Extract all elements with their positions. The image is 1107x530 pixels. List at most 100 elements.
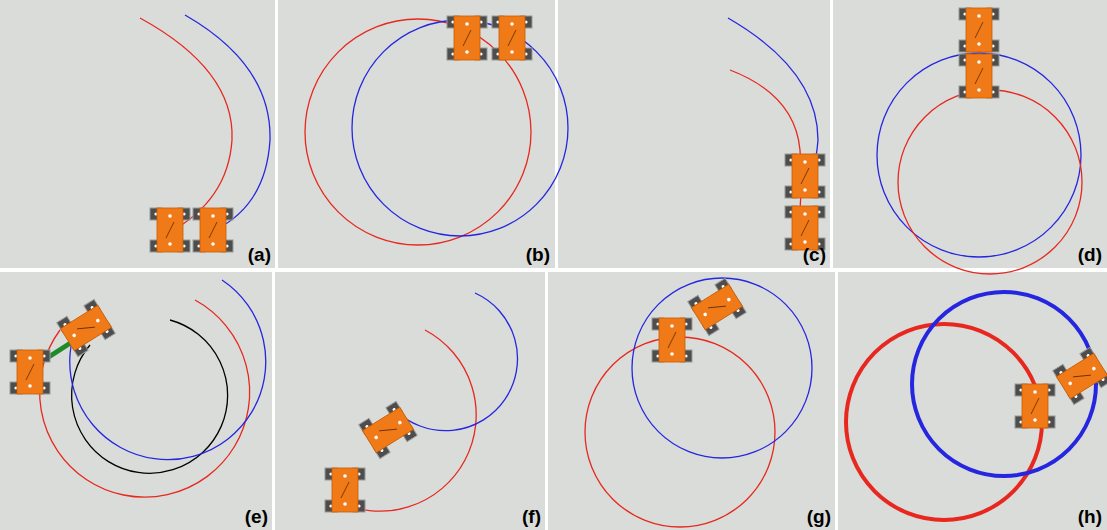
trajectory-circle — [846, 324, 1042, 520]
robots — [10, 8, 1107, 512]
robot — [959, 54, 999, 98]
panel-label-holder: (h) — [1078, 507, 1102, 526]
heading-line — [463, 30, 471, 46]
robot-body — [792, 206, 818, 250]
heading-line — [166, 222, 174, 238]
robot-body — [157, 208, 183, 252]
robot-body — [200, 208, 226, 252]
heading-line — [341, 482, 349, 498]
heading-line — [975, 22, 983, 38]
panel-label-holder: (e) — [245, 507, 268, 526]
marker-dot — [72, 333, 77, 338]
robot-body — [332, 468, 358, 512]
panel-label: (c) — [803, 245, 826, 264]
heading-line — [708, 299, 726, 314]
marker-dot — [28, 356, 32, 360]
trajectory-circle — [585, 337, 775, 527]
trajectory-circle — [898, 90, 1082, 274]
panel — [833, 0, 1107, 268]
panel — [558, 0, 830, 268]
robot — [1053, 347, 1107, 404]
trajectory-arc — [140, 18, 232, 232]
panel-label: (h) — [1078, 507, 1102, 526]
panel — [0, 0, 275, 268]
robot-body — [17, 350, 43, 394]
marker-dot — [703, 312, 708, 317]
marker-dot — [977, 14, 981, 18]
trajectory-circle — [305, 19, 531, 245]
panel — [278, 0, 555, 268]
robot-body — [966, 54, 992, 98]
heading-line — [26, 364, 34, 380]
heading-line — [975, 68, 983, 84]
robot — [10, 350, 50, 394]
robot-body — [499, 16, 525, 60]
robot — [652, 318, 692, 362]
robot-body — [60, 305, 111, 350]
marker-dot — [803, 160, 807, 164]
marker-dot — [803, 212, 807, 216]
marker-dot — [168, 242, 172, 246]
robot — [959, 8, 999, 52]
panel-label: (e) — [245, 507, 268, 526]
heading-line — [1073, 368, 1091, 383]
trajectory-circle — [877, 53, 1081, 257]
robot-body — [1022, 384, 1048, 428]
robot-body — [792, 154, 818, 198]
marker-dot — [510, 22, 514, 26]
trajectories-closed — [305, 19, 1096, 527]
trajectory-arc — [72, 320, 228, 473]
marker-dot — [1068, 381, 1073, 386]
heading-line — [379, 422, 397, 437]
robot-body — [1056, 353, 1107, 398]
trajectory-arc — [730, 70, 801, 210]
marker-dot — [803, 188, 807, 192]
panel — [275, 272, 545, 530]
robot-body — [454, 16, 480, 60]
robot-body — [966, 8, 992, 52]
marker-dot — [1033, 418, 1037, 422]
marker-dot — [726, 297, 731, 302]
marker-dot — [1033, 390, 1037, 394]
panel — [838, 272, 1107, 530]
robot — [1015, 384, 1055, 428]
heading-line — [77, 320, 95, 335]
robot — [193, 208, 233, 252]
marker-dot — [977, 60, 981, 64]
trajectory-circle — [632, 278, 812, 458]
marker-dot — [397, 420, 402, 425]
panel-label: (g) — [807, 507, 831, 526]
marker-dot — [343, 474, 347, 478]
marker-dot — [465, 22, 469, 26]
panel-label-holder: (f) — [522, 507, 541, 526]
marker-dot — [803, 240, 807, 244]
panel-label-holder: (b) — [526, 245, 550, 264]
robot — [492, 16, 532, 60]
robot — [325, 468, 365, 512]
trajectory-arc — [185, 15, 270, 230]
panel-label-holder: (g) — [807, 507, 831, 526]
panel-label-holder: (c) — [803, 245, 826, 264]
panel-label: (f) — [522, 507, 541, 526]
marker-dot — [670, 352, 674, 356]
heading-line — [209, 222, 217, 238]
trajectory-arc — [395, 293, 517, 431]
marker-dot — [95, 318, 100, 323]
heading-line — [801, 220, 809, 236]
marker-dot — [977, 88, 981, 92]
marker-dot — [28, 384, 32, 388]
panel-label-holder: (a) — [248, 245, 271, 264]
panel — [0, 272, 272, 530]
marker-dot — [343, 502, 347, 506]
panel-label-holder: (d) — [1078, 245, 1102, 264]
robot — [447, 16, 487, 60]
heading-line — [1031, 398, 1039, 414]
heading-line — [668, 332, 676, 348]
marker-dot — [211, 242, 215, 246]
marker-dot — [510, 50, 514, 54]
robot — [785, 154, 825, 198]
robot-body — [659, 318, 685, 362]
